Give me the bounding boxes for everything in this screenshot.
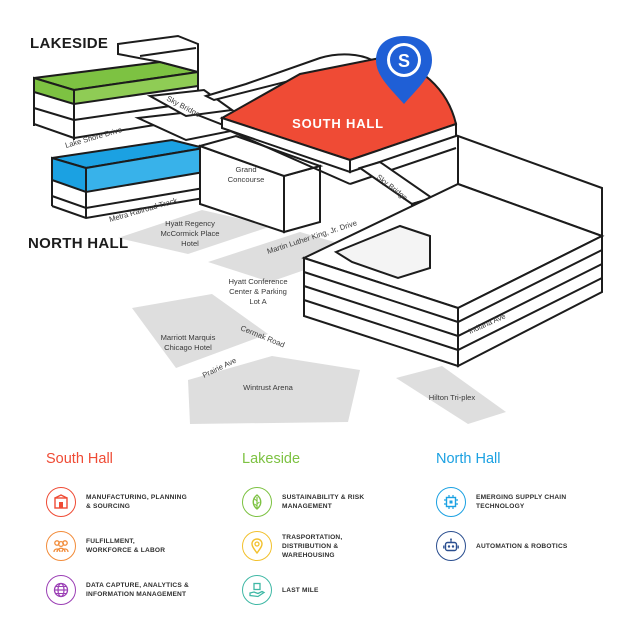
legend-lakeside-column: Lakeside SUSTAINABILITY & RISK MANAGEMEN… bbox=[242, 450, 412, 612]
legend-item-fulfillment: FULFILLMENT, WORKFORCE & LABOR bbox=[46, 524, 216, 568]
legend-item-label: AUTOMATION & ROBOTICS bbox=[476, 542, 568, 550]
place-marriott-1: Marriott Marquis bbox=[161, 333, 216, 342]
place-grand-1: Grand bbox=[235, 165, 256, 174]
legend-item-label: TRASPORTATION, DISTRIBUTION & WAREHOUSIN… bbox=[282, 533, 343, 559]
north-hall-label: NORTH HALL bbox=[28, 235, 129, 252]
legend-item-label: EMERGING SUPPLY CHAIN TECHNOLOGY bbox=[476, 494, 567, 510]
legend-item-label: LAST MILE bbox=[282, 586, 319, 594]
legend-item-label: FULFILLMENT, WORKFORCE & LABOR bbox=[86, 538, 166, 554]
legend-item-transportation: TRASPORTATION, DISTRIBUTION & WAREHOUSIN… bbox=[242, 524, 412, 568]
factory-box-icon bbox=[46, 487, 76, 517]
grand-concourse-building bbox=[196, 134, 324, 234]
north-hall-building bbox=[51, 138, 205, 220]
workforce-people-icon bbox=[46, 531, 76, 561]
place-hilton: Hilton Tri-plex bbox=[429, 393, 476, 402]
legend-item-label: DATA CAPTURE, ANALYTICS & INFORMATION MA… bbox=[86, 582, 189, 598]
lakeside-building bbox=[33, 34, 199, 140]
legend-item-label: MANUFACTURING, PLANNING & SOURCING bbox=[86, 494, 187, 510]
leaf-icon bbox=[242, 487, 272, 517]
lakeside-label: LAKESIDE bbox=[30, 35, 108, 52]
legend: South Hall MANUFACTURING, PLANNING & SOU… bbox=[0, 450, 631, 635]
venue-map: S LAKESIDE NORTH HALL SOUTH HALL Lake Sh… bbox=[28, 34, 605, 424]
place-hyatt-conf-2: Center & Parking bbox=[229, 287, 287, 296]
legend-item-label: SUSTAINABILITY & RISK MANAGEMENT bbox=[282, 494, 365, 510]
place-grand-2: Concourse bbox=[228, 175, 265, 184]
place-hyatt-regency-1: Hyatt Regency bbox=[165, 219, 215, 228]
legend-south-title: South Hall bbox=[46, 451, 113, 467]
chip-icon bbox=[436, 487, 466, 517]
ground-blocks bbox=[118, 200, 506, 424]
place-wintrust: Wintrust Arena bbox=[243, 383, 294, 392]
legend-item-manufacturing: MANUFACTURING, PLANNING & SOURCING bbox=[46, 480, 216, 524]
place-hyatt-conf-3: Lot A bbox=[249, 297, 267, 306]
hand-package-icon bbox=[242, 575, 272, 605]
legend-north-title: North Hall bbox=[436, 451, 501, 467]
place-hyatt-regency-3: Hotel bbox=[181, 239, 199, 248]
location-pin-icon bbox=[242, 531, 272, 561]
legend-item-emerging-tech: EMERGING SUPPLY CHAIN TECHNOLOGY bbox=[436, 480, 606, 524]
place-hyatt-regency-2: McCormick Place bbox=[160, 229, 219, 238]
south-hall-label: SOUTH HALL bbox=[292, 116, 384, 131]
globe-data-icon bbox=[46, 575, 76, 605]
legend-lakeside-title: Lakeside bbox=[242, 451, 301, 467]
legend-item-data-capture: DATA CAPTURE, ANALYTICS & INFORMATION MA… bbox=[46, 568, 216, 612]
place-hyatt-conf-1: Hyatt Conference bbox=[228, 277, 287, 286]
place-marriott-2: Chicago Hotel bbox=[164, 343, 212, 352]
legend-item-sustainability: SUSTAINABILITY & RISK MANAGEMENT bbox=[242, 480, 412, 524]
hall-marker-pin[interactable]: S bbox=[376, 36, 432, 104]
legend-item-last-mile: LAST MILE bbox=[242, 568, 412, 612]
east-building bbox=[301, 134, 605, 368]
legend-south-column: South Hall MANUFACTURING, PLANNING & SOU… bbox=[46, 450, 216, 612]
legend-item-automation: AUTOMATION & ROBOTICS bbox=[436, 524, 606, 568]
marker-letter: S bbox=[398, 51, 410, 71]
legend-north-column: North Hall EMERGING SUPPLY CHAIN TECHNOL… bbox=[436, 450, 606, 568]
robot-icon bbox=[436, 531, 466, 561]
